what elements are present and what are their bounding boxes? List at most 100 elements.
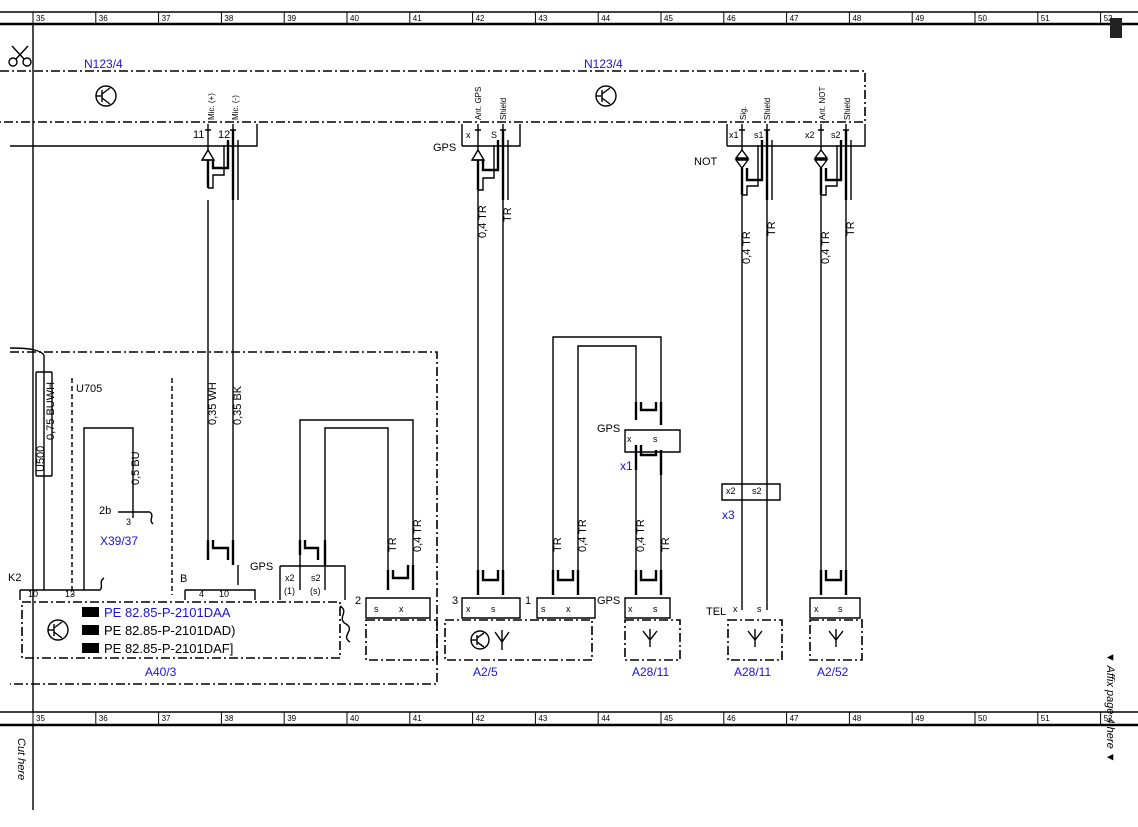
pin-number: s — [757, 604, 762, 614]
ruler-column-number: 43 — [538, 714, 547, 723]
ruler-column-number: 35 — [36, 714, 45, 723]
antenna-icon — [828, 629, 844, 647]
ruler-column-number: 48 — [852, 714, 861, 723]
pin-number: (s) — [310, 586, 321, 596]
signal-gps: GPS — [433, 142, 456, 154]
hand-pointer-icon — [82, 643, 99, 653]
pin-number: S — [491, 130, 497, 140]
pin-label-ant-gps: Ant. GPS — [474, 87, 483, 120]
wire-label: 0,4 TR — [741, 231, 753, 264]
label-x39-37: X39/37 — [100, 534, 138, 548]
ruler-column-number: 52 — [1104, 714, 1113, 723]
pin-label-mic-plus: Mic. (+) — [207, 93, 216, 120]
pin-number: x — [399, 604, 404, 614]
wire-label: 0,4 TR — [820, 231, 832, 264]
reference-link[interactable]: PE 82.85-P-2101DAA — [104, 605, 231, 620]
label-a2-52: A2/52 — [817, 665, 849, 679]
pin-number: 2 — [355, 595, 361, 607]
ruler-column-number: 50 — [978, 714, 987, 723]
pin-number: s — [653, 604, 658, 614]
ruler-column-number: 43 — [538, 14, 547, 23]
pin-number: s1 — [754, 130, 764, 140]
wire-label: 0,4 TR — [412, 519, 424, 552]
ruler-column-number: 39 — [287, 14, 296, 23]
label-n123-left: N123/4 — [84, 57, 123, 71]
a40-3-connector-row — [19, 565, 346, 600]
wire-label: U500 — [35, 446, 47, 472]
ruler-column-number: 49 — [915, 714, 924, 723]
ruler-column-number: 37 — [162, 714, 171, 723]
ruler-column-number: 46 — [727, 714, 736, 723]
pin-number: x — [814, 604, 819, 614]
ruler-column-number: 49 — [915, 14, 924, 23]
signal-not: NOT — [694, 156, 718, 168]
a2-5-wires — [552, 336, 662, 570]
ruler-column-number: 42 — [476, 714, 485, 723]
pin-number: s — [653, 434, 658, 444]
pin-k2: K2 — [8, 572, 21, 584]
pin-number: 13 — [65, 589, 75, 599]
hand-pointer-icon — [82, 607, 99, 617]
connector-a2-52 — [809, 597, 863, 661]
pin-number: 11 — [193, 129, 204, 141]
pin-number: (1) — [284, 586, 295, 596]
signal-gps: GPS — [597, 423, 620, 435]
wire-label: 0,35 WH — [207, 382, 219, 425]
reference-link[interactable]: PE 82.85-P-2101DAD) — [104, 623, 236, 638]
ruler-column-number: 40 — [350, 14, 359, 23]
label-x1: x1 — [620, 459, 633, 473]
pin-b: B — [180, 573, 187, 585]
break-mark — [339, 605, 351, 643]
pin-number: x2 — [726, 486, 736, 496]
ruler-column-number: 41 — [413, 714, 422, 723]
pin-label-mic-minus: Mic. (-) — [231, 95, 240, 120]
ruler-column-number: 48 — [852, 14, 861, 23]
ruler-column-number: 46 — [727, 14, 736, 23]
ruler-column-number: 50 — [978, 14, 987, 23]
pin-2b: 2b — [99, 505, 111, 517]
connector-strip-c — [726, 124, 866, 147]
wire-label: TR — [502, 207, 514, 222]
wire-label: TR — [845, 221, 857, 236]
ruler-column-number: 51 — [1041, 714, 1050, 723]
ruler-column-number: 52 — [1104, 14, 1113, 23]
pin-stubs-top — [205, 124, 849, 131]
pin-number: 4 — [199, 589, 204, 599]
pin-label-ant-not: Ant. NOT — [818, 87, 827, 120]
reference-link[interactable]: PE 82.85-P-2101DAF] — [104, 641, 233, 656]
wire-label: 0,4 TR — [477, 205, 489, 238]
pin-number: s2 — [311, 573, 321, 583]
a40-gps-wires — [299, 419, 414, 590]
signal-gps: GPS — [597, 595, 620, 607]
transistor-icon — [47, 619, 69, 641]
ruler-column-number: 45 — [664, 14, 673, 23]
pin-label-shield: Shield — [763, 98, 772, 120]
wire-label: TR — [766, 221, 778, 236]
pin-number: s — [541, 604, 546, 614]
wire-label: TR — [552, 537, 564, 552]
cut-here-label: Cut here — [15, 738, 27, 780]
connector-a28-11-tel — [727, 619, 783, 661]
label-n123-right: N123/4 — [584, 57, 623, 71]
pin-number: x2 — [285, 573, 295, 583]
ruler-column-number: 38 — [224, 714, 233, 723]
ruler-column-number: 37 — [162, 14, 171, 23]
pin-number: 10 — [28, 589, 38, 599]
x39-37-connector — [83, 427, 154, 590]
ruler-column-number: 47 — [790, 714, 799, 723]
connector-a2-5 — [444, 597, 596, 661]
hand-pointer-icon — [82, 625, 99, 635]
pin-number: s — [491, 604, 496, 614]
pin-label-shield: Shield — [499, 98, 508, 120]
pin-number: 12 — [218, 129, 230, 141]
pin-number: x — [733, 604, 738, 614]
signal-gps: GPS — [250, 561, 273, 573]
n123-4-unit-box — [0, 70, 866, 123]
gps-wires — [470, 130, 509, 570]
pin-label-sig: Sig. — [739, 106, 748, 120]
connector-a28-11-gps — [624, 597, 681, 661]
wire-label: 0,5 BU — [130, 451, 142, 485]
tel-wires — [734, 130, 773, 610]
